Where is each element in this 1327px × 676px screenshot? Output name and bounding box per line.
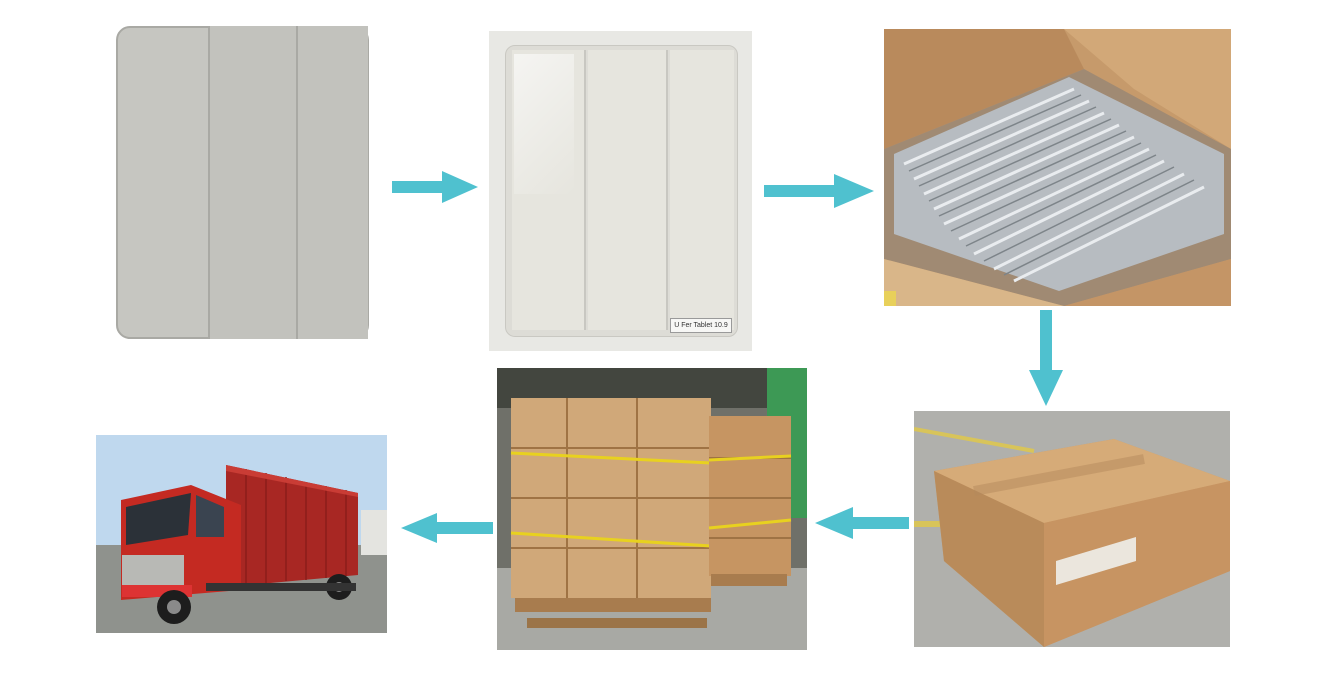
bag-fold-right xyxy=(670,50,734,330)
open-carton-image xyxy=(884,29,1231,306)
truck-body xyxy=(226,465,358,587)
truck-drawing xyxy=(96,435,387,633)
arrow-down-icon xyxy=(1029,310,1063,406)
open-carton-drawing xyxy=(884,29,1231,306)
truck-image xyxy=(96,435,387,633)
truck-cab xyxy=(121,485,241,600)
bag-fold-middle xyxy=(588,50,668,330)
arrow-left-1-icon xyxy=(815,507,909,539)
arrow-right-1-icon xyxy=(392,171,478,203)
bag-sheen xyxy=(514,54,574,194)
bag-label: U Fer Tablet 10.9 xyxy=(670,318,732,333)
case-fold-middle xyxy=(208,26,298,339)
sealed-carton-image xyxy=(914,411,1230,647)
bagged-case-image: U Fer Tablet 10.9 xyxy=(489,31,752,351)
pallet-stack-right xyxy=(708,416,792,586)
bag xyxy=(505,45,738,337)
arrow-left-2-icon xyxy=(401,513,493,543)
palletized-cartons-image xyxy=(497,368,807,650)
case-fold-right xyxy=(296,26,368,339)
tablet-case-image xyxy=(116,26,369,339)
sealed-carton-drawing xyxy=(914,411,1230,647)
pallet-stack-left xyxy=(510,398,712,628)
pallets-drawing xyxy=(497,368,807,650)
packed-cases xyxy=(894,77,1224,291)
carton-label xyxy=(1056,537,1136,585)
arrow-right-2-icon xyxy=(764,174,874,208)
